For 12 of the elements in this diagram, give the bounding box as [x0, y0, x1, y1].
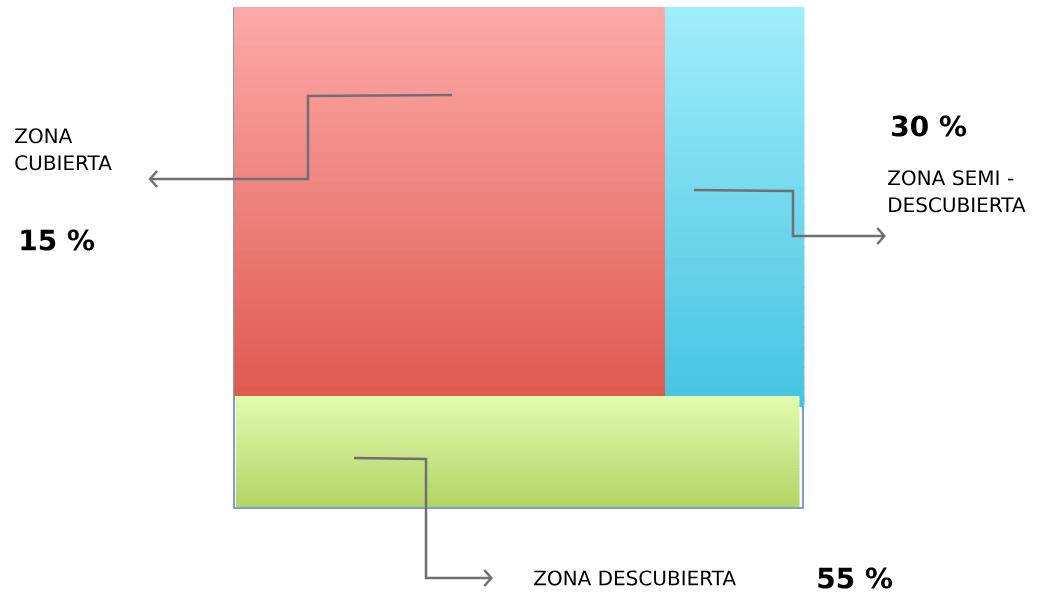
percentage-label: 15 % [21, 229, 95, 251]
zone-label: ZONA SEMI - DESCUBIERTA [888, 170, 1026, 213]
arrow [694, 188, 886, 245]
zone-rectangle [234, 7, 666, 397]
zone-label: ZONA CUBIERTA [15, 128, 112, 171]
zone-rectangle [236, 396, 800, 508]
percentage-label: 30 % [892, 115, 967, 137]
zone-label: ZONA DESCUBIERTA [534, 570, 736, 586]
arrow [354, 456, 493, 587]
percentage-label: 55 % [818, 567, 893, 589]
zone-rectangle [665, 7, 805, 408]
arrow [148, 93, 453, 188]
